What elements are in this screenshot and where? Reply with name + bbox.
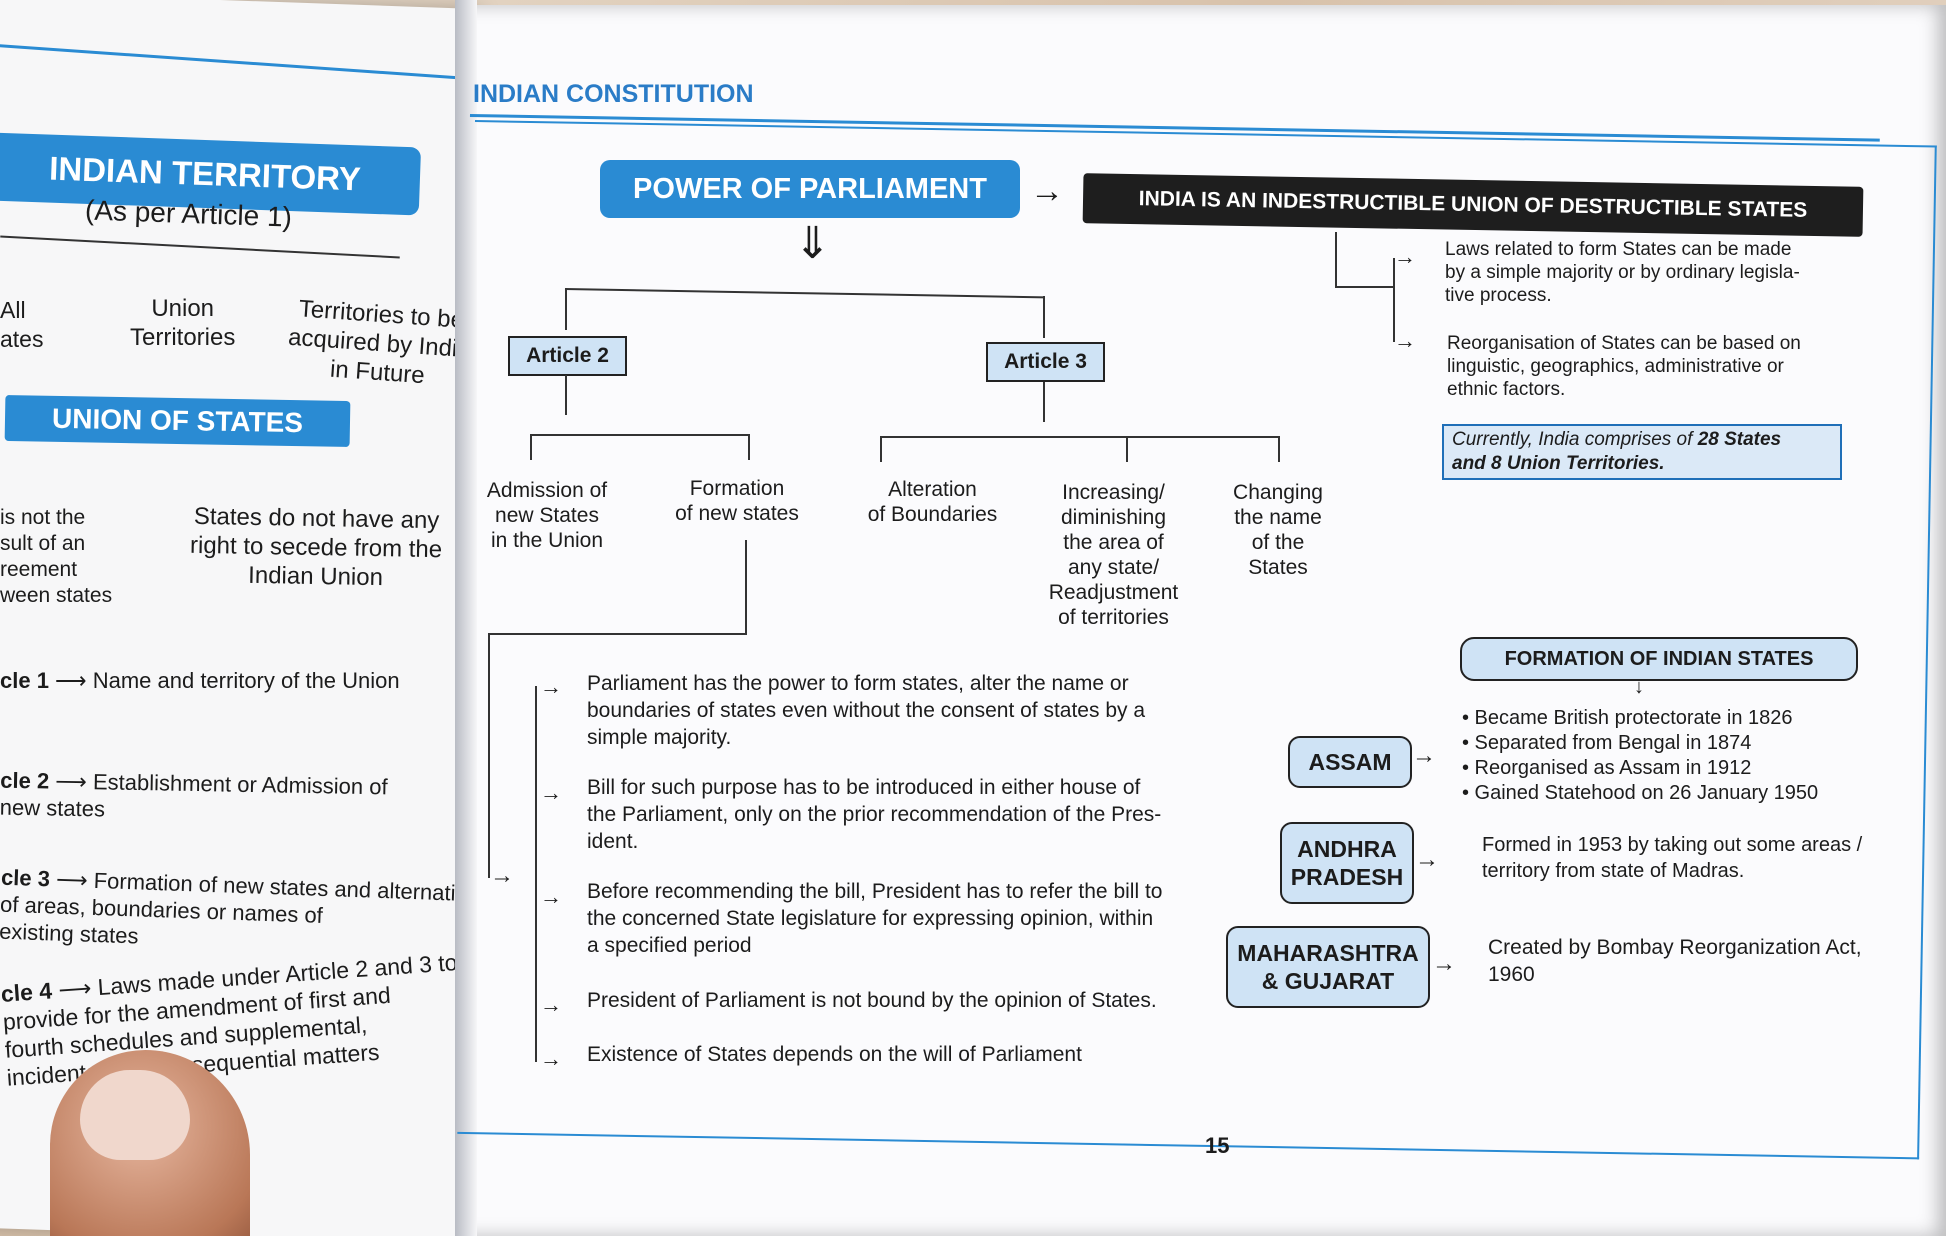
art3-changing-name: Changing the name of the States (1213, 480, 1343, 580)
arrow-right-icon: → (540, 884, 562, 910)
a3-branch (880, 436, 1280, 438)
article-4-label: cle 4 (0, 977, 53, 1007)
arrow-right-icon: → (1432, 950, 1456, 978)
a2-branch (530, 434, 750, 436)
double-down-arrow-icon: ⇓ (794, 222, 831, 266)
arrow-right-icon: → (540, 780, 562, 806)
currently-box: Currently, India comprises of 28 States … (1442, 424, 1842, 480)
arrow-right-icon: → (1394, 328, 1416, 354)
a3-down (1043, 382, 1045, 422)
assam-fact: • Reorganised as Assam in 1912 (1462, 756, 1818, 781)
currently-text-c: and 8 Union Territories. (1452, 453, 1665, 474)
assam-fact: • Gained Statehood on 26 January 1950 (1462, 781, 1818, 806)
point-3: Before recommending the bill, President … (587, 878, 1227, 959)
currently-text-b: 28 States (1698, 429, 1781, 450)
assam-fact: • Separated from Bengal in 1874 (1462, 731, 1818, 756)
maharashtra-facts: Created by Bombay Reorganization Act, 19… (1488, 934, 1862, 988)
point-5: Existence of States depends on the will … (587, 1041, 1227, 1068)
running-head: INDIAN CONSTITUTION (473, 80, 754, 109)
state-andhra-pradesh: ANDHRA PRADESH (1280, 822, 1414, 904)
art2-admission: Admission of new States in the Union (482, 478, 612, 553)
point-4: President of Parliament is not bound by … (587, 987, 1227, 1014)
arrow-icon: ⟶ (49, 668, 93, 693)
points-bracket (535, 686, 537, 1062)
page-number: 15 (1205, 1133, 1229, 1159)
art3-alteration: Alteration of Boundaries (855, 477, 1010, 527)
a2-branch-l (530, 434, 532, 460)
arrow-icon: ⟶ (51, 974, 98, 1003)
arrow-right-icon: → (540, 1046, 562, 1072)
thumbnail (80, 1070, 190, 1160)
arrow-right-icon: → (1030, 172, 1064, 211)
a3-branch-r (1278, 436, 1280, 462)
point-2: Bill for such purpose has to be introduc… (587, 774, 1227, 855)
territory-item-future: Territories to be acquired by India in F… (285, 294, 473, 394)
article-2-label: cle 2 (0, 768, 49, 794)
article-2-box: Article 2 (508, 336, 627, 376)
a2-down (565, 375, 567, 415)
arrow-icon: ⟶ (49, 768, 93, 794)
currently-text-a: Currently, India comprises of (1452, 429, 1698, 450)
territory-item-union-territories: Union Territories (130, 294, 235, 352)
assam-fact: • Became British protectorate in 1826 (1462, 706, 1818, 731)
arrow-right-icon: → (490, 862, 514, 890)
laws-down (1335, 232, 1337, 287)
state-assam: ASSAM (1288, 736, 1412, 788)
article-3-label: cle 3 (1, 865, 51, 892)
laws-across (1335, 286, 1395, 288)
a3-branch-l (880, 436, 882, 462)
laws-reorganisation: Reorganisation of States can be based on… (1447, 332, 1867, 401)
a3-branch-m (1126, 436, 1128, 462)
power-of-parliament-header: POWER OF PARLIAMENT (600, 160, 1020, 218)
art3-increasing: Increasing/ diminishing the area of any … (1036, 480, 1191, 630)
arrow-right-icon: → (540, 992, 562, 1018)
points-connector-down (745, 540, 747, 635)
formation-header: FORMATION OF INDIAN STATES (1460, 637, 1858, 681)
arrow-right-icon: → (1412, 742, 1436, 770)
article-3-row: cle 3 ⟶ Formation of new states and alte… (0, 864, 480, 962)
article-1-row: cle 1 ⟶ Name and territory of the Union (0, 668, 400, 694)
union-of-states-header: UNION OF STATES (5, 395, 351, 447)
arrow-down-icon: ↓ (1634, 676, 1644, 699)
arrow-right-icon: → (1394, 244, 1416, 270)
point-1: Parliament has the power to form states,… (587, 670, 1227, 751)
territory-item-states: All ates (0, 296, 43, 354)
state-maharashtra-gujarat: MAHARASHTRA & GUJARAT (1226, 926, 1430, 1008)
arrow-icon: ⟶ (50, 866, 95, 893)
a2-branch-r (748, 434, 750, 460)
points-connector-across (488, 633, 746, 635)
branch-drop-left (565, 288, 567, 330)
union-item-secede: States do not have any right to secede f… (189, 502, 443, 593)
points-connector-left (488, 633, 490, 878)
arrow-right-icon: → (1415, 846, 1439, 874)
andhra-facts: Formed in 1953 by taking out some areas … (1482, 832, 1862, 884)
union-item-agreement: is not the sult of an reement ween state… (0, 505, 112, 609)
assam-facts: • Became British protectorate in 1826 • … (1462, 706, 1818, 806)
article-1-text: Name and territory of the Union (93, 668, 400, 693)
article-1-label: cle 1 (0, 668, 49, 693)
arrow-right-icon: → (540, 674, 562, 700)
article-3-box: Article 3 (986, 342, 1105, 382)
article-2-row: cle 2 ⟶ Establishment or Admission of ne… (0, 767, 388, 828)
branch-drop-right (1043, 296, 1045, 338)
laws-simple-majority: Laws related to form States can be made … (1445, 238, 1865, 307)
art2-formation: Formation of new states (662, 476, 812, 526)
